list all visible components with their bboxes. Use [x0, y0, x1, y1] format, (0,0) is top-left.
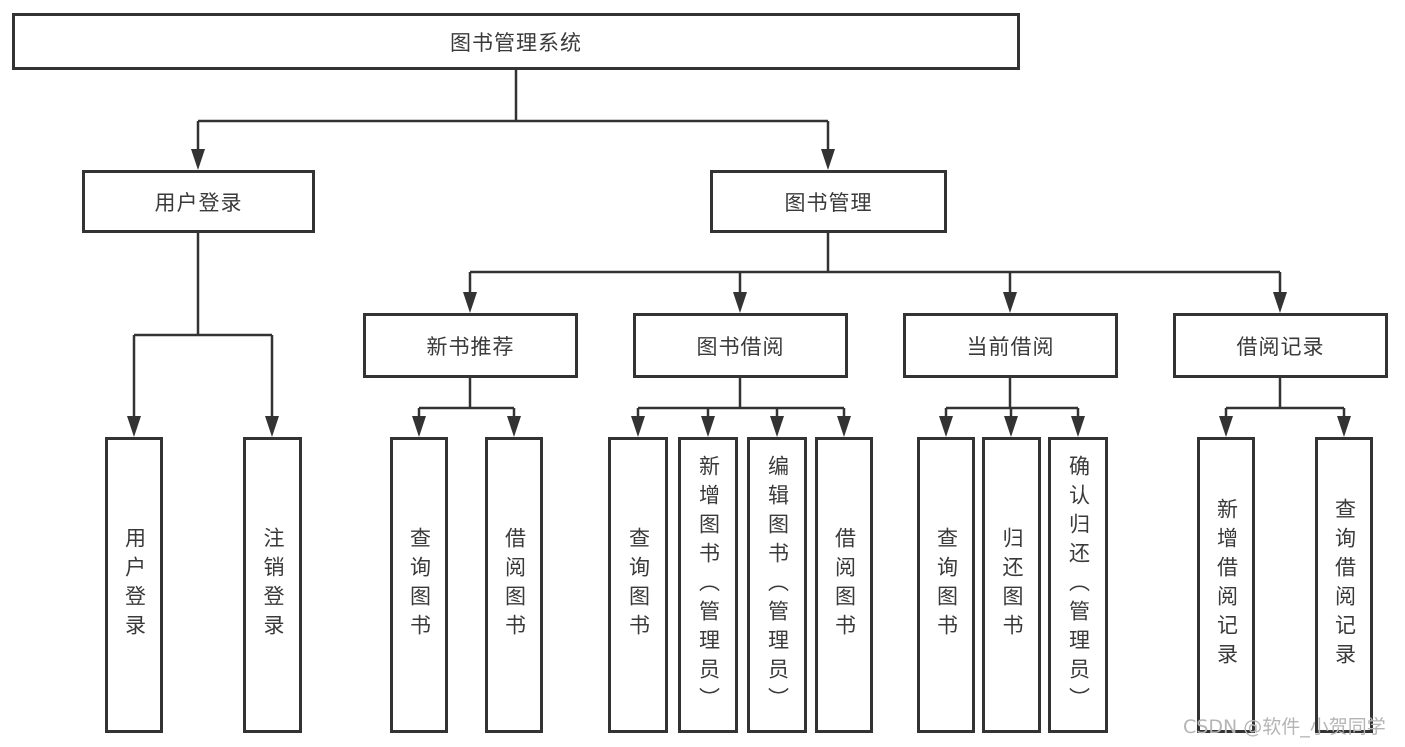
leaf-add-borrow-record-label: 新增借阅记录	[1214, 498, 1239, 672]
leaf-return-books: 归还图书	[982, 437, 1041, 733]
node-book-management: 图书管理	[710, 170, 947, 233]
leaf-query-books-recommend: 查询图书	[390, 437, 448, 733]
arrow-down-icon	[770, 408, 784, 437]
node-current-borrow: 当前借阅	[903, 313, 1118, 378]
watermark-text: CSDN @软件_小贺同学	[1183, 716, 1386, 738]
leaf-query-books-borrow-label: 查询图书	[626, 527, 651, 643]
leaf-confirm-return-admin-label: 确认归还（管理员）	[1066, 454, 1091, 716]
leaf-add-borrow-record: 新增借阅记录	[1197, 437, 1255, 733]
arrow-down-icon	[127, 335, 141, 437]
leaf-edit-books-admin: 编辑图书（管理员）	[747, 437, 807, 733]
leaf-add-books-admin: 新增图书（管理员）	[678, 437, 738, 733]
leaf-logout: 注销登录	[243, 437, 302, 733]
leaf-query-borrow-record: 查询借阅记录	[1315, 437, 1373, 733]
leaf-user-login-label: 用户登录	[122, 527, 147, 643]
node-user-login: 用户登录	[82, 170, 315, 233]
arrow-down-icon	[1071, 408, 1085, 437]
leaf-query-books-current: 查询图书	[917, 437, 975, 733]
node-new-book-recommend-label: 新书推荐	[426, 334, 515, 359]
leaf-user-login: 用户登录	[105, 437, 163, 733]
leaf-edit-books-admin-label: 编辑图书（管理员）	[765, 454, 790, 716]
node-book-borrow-label: 图书借阅	[696, 334, 785, 359]
node-book-borrow: 图书借阅	[633, 313, 848, 378]
leaf-return-books-label: 归还图书	[1000, 527, 1024, 643]
node-book-management-label: 图书管理	[784, 190, 873, 215]
node-root-label: 图书管理系统	[450, 30, 582, 55]
leaf-query-books-current-label: 查询图书	[934, 527, 959, 643]
node-user-login-label: 用户登录	[154, 190, 243, 215]
node-new-book-recommend: 新书推荐	[363, 313, 578, 378]
arrow-down-icon	[1004, 408, 1018, 437]
arrow-down-icon	[1337, 408, 1351, 437]
leaf-borrow-books-recommend-label: 借阅图书	[502, 527, 527, 643]
node-root: 图书管理系统	[12, 13, 1020, 70]
arrow-down-icon	[191, 121, 205, 170]
arrow-down-icon	[733, 272, 747, 313]
arrow-down-icon	[631, 408, 645, 437]
arrow-down-icon	[1003, 272, 1017, 313]
arrow-down-icon	[821, 121, 835, 170]
leaf-query-borrow-record-label: 查询借阅记录	[1332, 498, 1357, 672]
leaf-confirm-return-admin: 确认归还（管理员）	[1048, 437, 1108, 733]
leaf-add-books-admin-label: 新增图书（管理员）	[696, 454, 721, 716]
arrow-down-icon	[1273, 272, 1287, 313]
arrow-down-icon	[1219, 408, 1233, 437]
leaf-borrow-books-label: 借阅图书	[832, 527, 857, 643]
arrow-down-icon	[939, 408, 953, 437]
node-borrow-records-label: 借阅记录	[1236, 334, 1325, 359]
arrow-down-icon	[412, 408, 426, 437]
leaf-query-books-borrow: 查询图书	[608, 437, 668, 733]
arrow-down-icon	[701, 408, 715, 437]
arrow-down-icon	[265, 335, 279, 437]
arrow-down-icon	[837, 408, 851, 437]
node-current-borrow-label: 当前借阅	[966, 334, 1055, 359]
leaf-borrow-books: 借阅图书	[815, 437, 873, 733]
arrow-down-icon	[507, 408, 521, 437]
arrow-down-icon	[463, 272, 477, 313]
leaf-borrow-books-recommend: 借阅图书	[485, 437, 543, 733]
leaf-logout-label: 注销登录	[261, 527, 285, 643]
node-borrow-records: 借阅记录	[1173, 313, 1388, 378]
leaf-query-books-recommend-label: 查询图书	[407, 527, 432, 643]
